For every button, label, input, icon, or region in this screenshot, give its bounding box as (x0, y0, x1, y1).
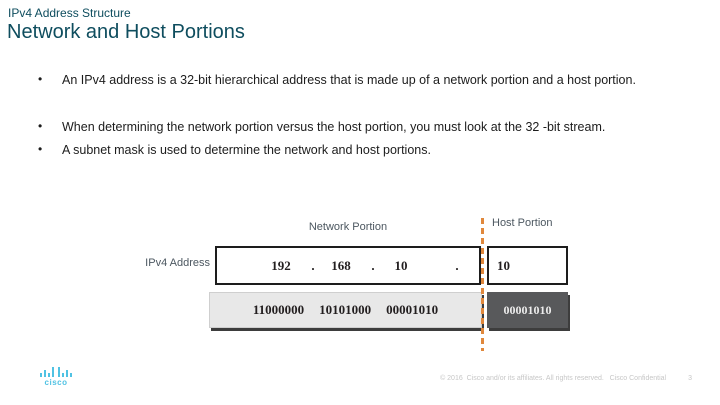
binary-octet: 11000000 (252, 302, 305, 317)
bullet-item: • A subnet mask is used to determine the… (0, 141, 682, 159)
decimal-dot: . (455, 257, 459, 273)
decimal-dot: . (371, 257, 375, 273)
host-portion-label: Host Portion (492, 217, 553, 229)
binary-octet: 00001010 (386, 302, 439, 317)
binary-octet: 10101000 (319, 302, 372, 317)
decimal-host-box: 10 (487, 246, 568, 285)
decimal-dot: . (311, 257, 315, 273)
decimal-network-box: 192 . 168 . 10 . (215, 246, 481, 285)
decimal-octet: 192 (271, 257, 291, 273)
bullet-marker: • (38, 142, 43, 156)
bullet-marker: • (38, 119, 43, 133)
page-title: Network and Host Portions (7, 21, 245, 43)
cisco-logo-bars-icon (38, 365, 74, 377)
decimal-host-octet: 10 (497, 257, 510, 273)
page-number: 3 (688, 375, 692, 382)
bullet-item: • An IPv4 address is a 32-bit hierarchic… (0, 71, 682, 89)
decimal-octet: 168 (331, 257, 351, 273)
bullet-text: A subnet mask is used to determine the n… (62, 143, 431, 157)
decimal-octet: 10 (394, 257, 408, 273)
bullet-text: When determining the network portion ver… (62, 120, 606, 134)
binary-host-octet: 00001010 (503, 302, 552, 317)
copyright-text: © 2016 Cisco and/or its affiliates. All … (440, 375, 667, 382)
bullet-item: • When determining the network portion v… (0, 118, 682, 136)
cisco-logo-text: cisco (44, 378, 68, 387)
network-portion-label: Network Portion (308, 221, 388, 233)
binary-network-box: 11000000 10101000 00001010 (209, 292, 482, 328)
slide-pretitle: IPv4 Address Structure (8, 6, 131, 20)
footer: © 2016 Cisco and/or its affiliates. All … (440, 375, 692, 382)
bullet-marker: • (38, 72, 43, 86)
bullet-text: An IPv4 address is a 32-bit hierarchical… (62, 73, 636, 87)
network-host-divider-line (481, 218, 484, 351)
cisco-logo: cisco (38, 365, 74, 387)
bullet-list: • An IPv4 address is a 32-bit hierarchic… (0, 71, 682, 159)
binary-host-box: 00001010 (487, 292, 568, 328)
ipv4-address-label: IPv4 Address (145, 257, 210, 269)
